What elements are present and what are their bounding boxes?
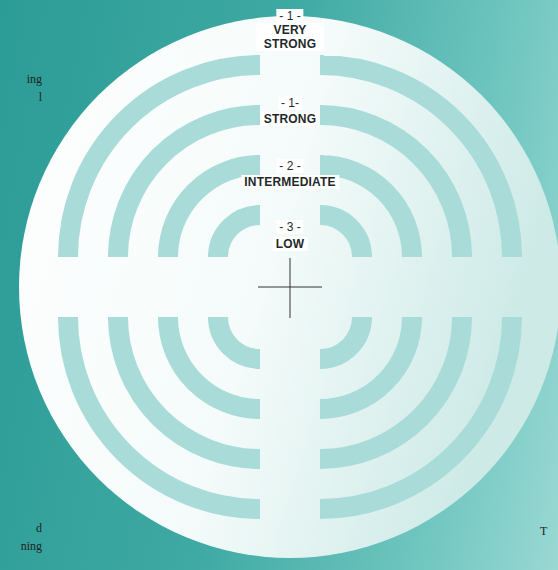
meander-band: [320, 15, 558, 257]
page-text-fragment: ning: [21, 539, 42, 553]
rank-number: - 2 -: [276, 159, 303, 173]
rank-number: - 1-: [278, 96, 302, 110]
meander-band: [320, 317, 362, 359]
meander-band: [68, 317, 260, 509]
strength-label: VERY STRONG: [256, 23, 324, 51]
meander-band: [320, 317, 462, 459]
meander-band: [168, 317, 260, 409]
meander-band: [18, 317, 260, 559]
rank-number: - 1 -: [276, 9, 303, 23]
meander-band: [320, 317, 412, 409]
meander-band: [218, 215, 260, 257]
rank-number: - 3 -: [276, 220, 303, 234]
meander-band: [118, 115, 260, 257]
strength-label: STRONG: [261, 112, 320, 126]
meander-band: [320, 317, 558, 559]
meander-band: [218, 317, 260, 359]
page-text-fragment: T: [540, 524, 547, 538]
page-text-fragment: l: [39, 90, 42, 104]
meander-band: [18, 15, 260, 257]
meander-band: [320, 215, 362, 257]
meander-band: [320, 65, 512, 257]
meander-band: [320, 115, 462, 257]
meander-band: [320, 317, 512, 509]
disc: [19, 16, 558, 558]
meander-band: [68, 65, 260, 257]
page-text-fragment: d: [36, 521, 42, 535]
strength-label: LOW: [273, 237, 308, 251]
strength-label: INTERMEDIATE: [241, 175, 339, 189]
page-text-fragment: ing: [27, 72, 42, 86]
meander-band: [118, 317, 260, 459]
meander-pattern: [18, 15, 558, 559]
crosshair: [290, 258, 291, 318]
